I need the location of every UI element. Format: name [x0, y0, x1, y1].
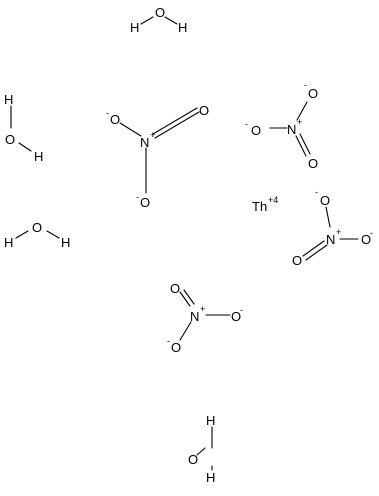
nitrate-3-n-charge: + [336, 227, 341, 237]
water-1-h-left: H [130, 20, 139, 35]
nitrate-1-o-double: O [199, 103, 209, 118]
nitrate-3-o2-charge: - [370, 228, 373, 238]
nitrate-3: - O N + O - O [292, 187, 373, 268]
nitrate-4-o1: O [231, 309, 241, 324]
water-2-h-top: H [4, 92, 13, 107]
nitrate-1-o1-charge: - [106, 108, 109, 118]
water-1-h-right: H [178, 20, 187, 35]
nitrate-3-o1: O [320, 193, 330, 208]
nitrate-4-o2-charge: - [167, 336, 170, 346]
water-molecule-3: H O H [4, 220, 70, 250]
nitrate-1-o2: O [140, 195, 150, 210]
water-3-oxygen: O [32, 220, 42, 235]
nitrate-2-o1: O [308, 86, 318, 101]
nitrate-4-n-charge: + [200, 304, 205, 314]
nitrate-2: - O - O N + O [245, 80, 318, 171]
water-4-h-bottom: H [206, 470, 215, 485]
nitrate-3-o2: O [361, 232, 371, 247]
nitrate-1-o2-charge: - [136, 192, 139, 202]
nitrate-4-nitrogen: N [190, 309, 199, 324]
nitrate-4-o-double: O [170, 281, 180, 296]
nitrate-2-o-double: O [308, 156, 318, 171]
nitrate-2-nitrogen: N [287, 122, 296, 137]
thorium-charge: +4 [268, 195, 278, 205]
nitrate-4: O N + O - - O [167, 281, 243, 355]
nitrate-4-o2: O [171, 340, 181, 355]
nitrate-1-n-charge: + [150, 130, 155, 140]
water-4-h-top: H [206, 413, 215, 428]
nitrate-4-o1-charge: - [240, 305, 243, 315]
thorium-symbol: Th [252, 199, 267, 214]
water-4-oxygen: O [188, 452, 198, 467]
water-2-oxygen: O [5, 132, 15, 147]
water-molecule-4: H O H [188, 413, 215, 485]
water-molecule-2: H O H [4, 92, 43, 164]
nitrate-2-o2: O [251, 123, 261, 138]
water-1-oxygen: O [155, 5, 165, 20]
water-3-h-left: H [4, 235, 13, 250]
nitrate-3-o1-charge: - [315, 187, 318, 197]
water-2-h-right: H [34, 149, 43, 164]
thorium-ion: Th +4 [252, 195, 278, 214]
nitrate-2-n-charge: + [297, 117, 302, 127]
nitrate-1-nitrogen: N [140, 135, 149, 150]
nitrate-1-o1: O [110, 112, 120, 127]
nitrate-2-o1-charge: - [304, 80, 307, 90]
nitrate-1: - O N + O - O [106, 103, 209, 210]
water-3-h-right: H [61, 235, 70, 250]
nitrate-3-nitrogen: N [326, 232, 335, 247]
water-molecule-1: H O H [130, 5, 187, 35]
nitrate-2-o2-charge: - [245, 119, 248, 129]
nitrate-3-o-double: O [292, 253, 302, 268]
